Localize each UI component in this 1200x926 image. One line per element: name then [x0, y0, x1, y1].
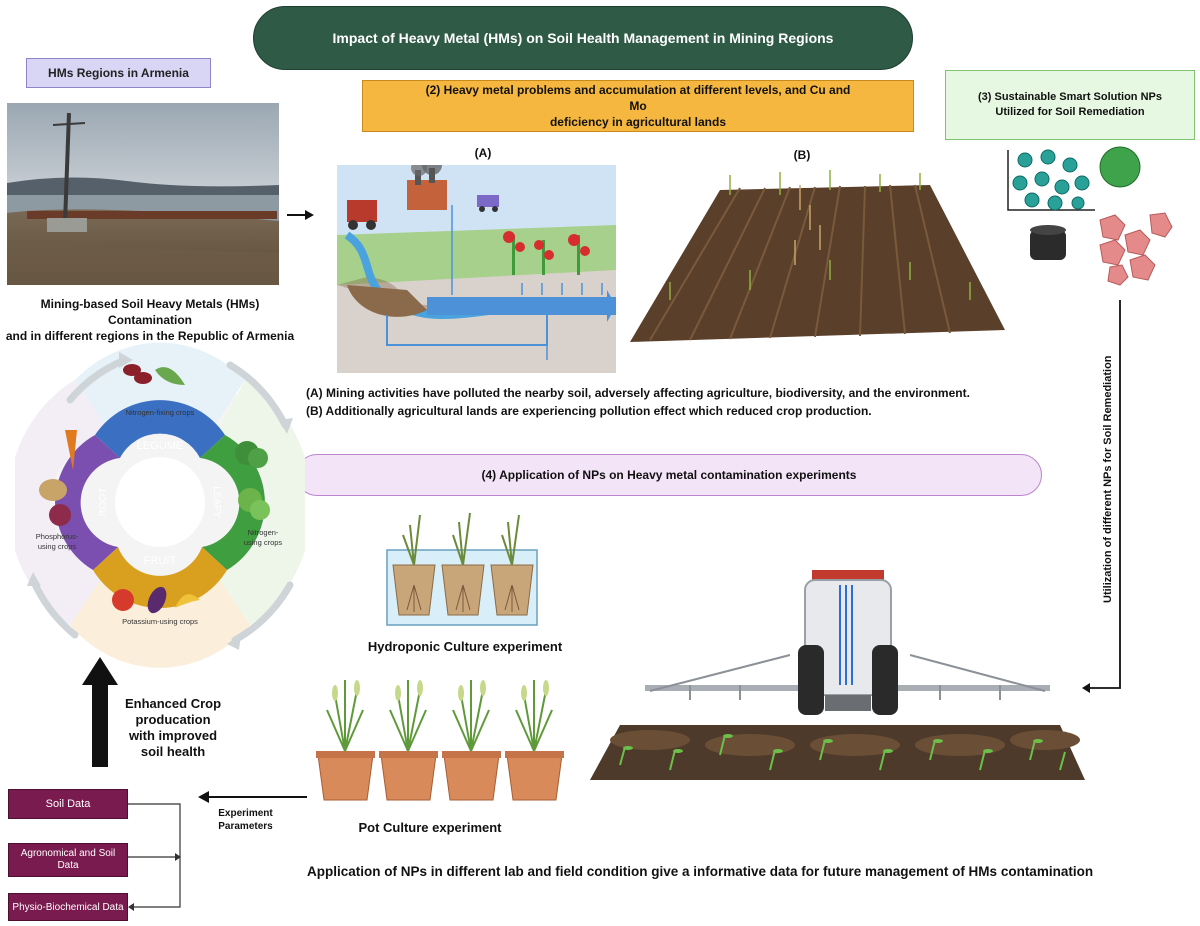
- wheel-fruit-label: FRUIT: [144, 555, 177, 567]
- enhanced-crop-label: Enhanced Crop producation with improved …: [118, 696, 228, 760]
- description-a: (A) Mining activities have polluted the …: [306, 386, 970, 400]
- wheel-bottom-label: Potassium-using crops: [122, 617, 198, 626]
- hydroponic-label: Hydroponic Culture experiment: [367, 639, 563, 654]
- data-bracket-connector: [128, 803, 181, 911]
- armenia-region-tag: HMs Regions in Armenia: [26, 58, 211, 88]
- wheel-left-label-2: using crops: [38, 542, 77, 551]
- agro-line-2: Data: [57, 860, 79, 871]
- enhanced-line-3: with improved: [128, 728, 218, 743]
- physio-biochemical-data-box: Physio-Biochemical Data: [8, 893, 128, 921]
- section-2-heading: (2) Heavy metal problems and accumulatio…: [362, 80, 914, 132]
- remediation-vertical-label: Utilization of different NPs for Soil Re…: [1102, 355, 1114, 603]
- crop-wheel-diagram: Nitrogen-fixing crops Nitrogen- using cr…: [15, 342, 305, 668]
- enhanced-line-2: producation: [135, 712, 211, 727]
- nanoparticles-illustration: [1007, 146, 1173, 286]
- section-3-heading: (3) Sustainable Smart Solution NPs Utili…: [945, 70, 1195, 140]
- experiment-parameters-label: Experiment Parameters: [208, 807, 283, 833]
- wheel-left-label-1: Phosphorus-: [36, 532, 79, 541]
- mining-pollution-scene: [337, 165, 616, 373]
- footer-conclusion: Application of NPs in different lab and …: [307, 864, 1094, 879]
- section-3-line-1: (3) Sustainable Smart Solution NPs: [978, 91, 1162, 103]
- wheel-top-label: Nitrogen-fixing crops: [126, 408, 195, 417]
- mining-region-caption: Mining-based Soil Heavy Metals (HMs) Con…: [0, 296, 300, 344]
- pot-culture-illustration: [316, 680, 564, 801]
- enhanced-line-1: Enhanced Crop: [124, 696, 222, 711]
- caption-line-2: and in different regions in the Republic…: [5, 329, 295, 343]
- label-b: (B): [793, 148, 811, 162]
- wheel-leafy-label: LEAFY: [211, 486, 222, 518]
- label-a: (A): [474, 146, 492, 160]
- section-4-heading: (4) Application of NPs on Heavy metal co…: [296, 454, 1042, 496]
- caption-line-1: Mining-based Soil Heavy Metals (HMs) Con…: [40, 297, 260, 327]
- agro-line-1: Agronomical and Soil: [20, 848, 116, 859]
- description-b: (B) Additionally agricultural lands are …: [306, 404, 872, 418]
- wheel-right-label-2: using crops: [244, 538, 283, 547]
- wheel-legume-label: LEGUME: [137, 440, 183, 452]
- pot-culture-label: Pot Culture experiment: [358, 820, 502, 835]
- main-title: Impact of Heavy Metal (HMs) on Soil Heal…: [253, 6, 913, 70]
- right-arrow-icon: [287, 210, 314, 220]
- mining-region-photo: [7, 103, 279, 285]
- section-2-line-2: deficiency in agricultural lands: [549, 115, 727, 129]
- agronomical-data-box: Agronomical and Soil Data: [8, 843, 128, 877]
- tractor-sprayer-illustration: [590, 570, 1085, 780]
- agricultural-field-illustration: [630, 170, 1005, 342]
- remediation-connector-arrow: [1082, 300, 1121, 693]
- wheel-root-label: ROOT: [98, 488, 109, 517]
- left-arrow-icon: [198, 791, 307, 803]
- hydroponic-pots-illustration: [386, 512, 538, 626]
- section-3-line-2: Utilized for Soil Remediation: [995, 106, 1145, 118]
- enhanced-line-4: soil health: [140, 744, 206, 759]
- section-2-line-1: (2) Heavy metal problems and accumulatio…: [425, 83, 851, 113]
- wheel-right-label-1: Nitrogen-: [248, 528, 279, 537]
- up-arrow-icon: [82, 657, 118, 767]
- soil-data-box: Soil Data: [8, 789, 128, 819]
- experiment-line-2: Parameters: [218, 821, 273, 832]
- experiment-line-1: Experiment: [218, 808, 273, 819]
